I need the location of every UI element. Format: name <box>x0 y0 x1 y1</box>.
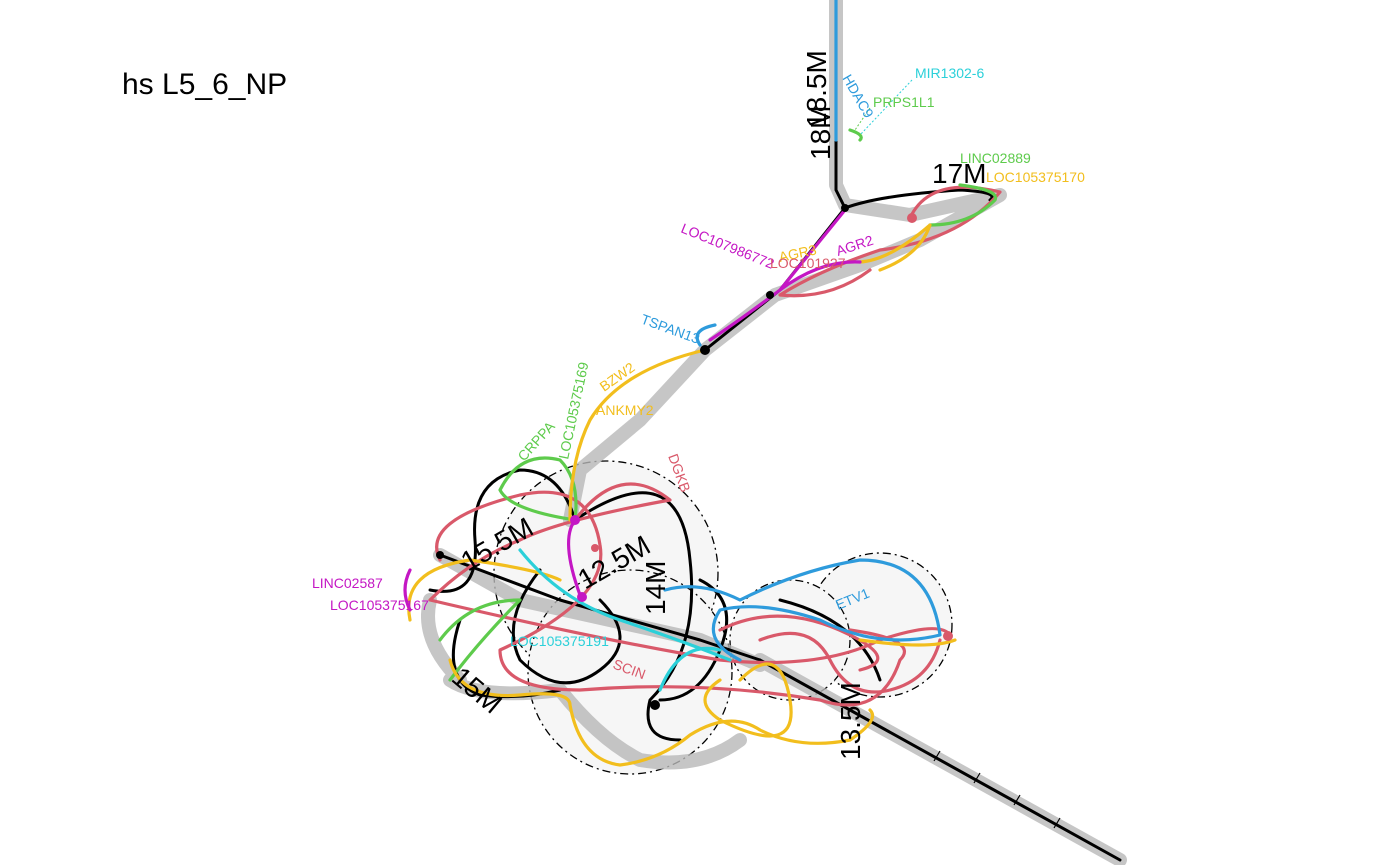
gene-label: LOC105375191 <box>510 633 609 649</box>
gene-label: LINC02889 <box>960 150 1031 166</box>
anchor-dots <box>436 204 953 710</box>
strands <box>403 0 1002 767</box>
gene-label: LOC105375169 <box>555 360 591 460</box>
gene-label: PRPS1L1 <box>873 94 935 110</box>
gene-label: LOC101927 <box>770 255 846 271</box>
position-label: 18.5M <box>801 50 832 128</box>
gene-label: HDAC9 <box>839 72 877 121</box>
gene-label: LOC107986772 <box>679 220 777 272</box>
gene-label: LOC105375170 <box>986 169 1085 185</box>
backbone <box>428 0 1122 862</box>
position-label: 17M <box>932 158 986 189</box>
position-label: 18M <box>805 106 836 160</box>
leader-lines <box>854 79 913 136</box>
gene-label: AGR3 <box>777 241 818 265</box>
gene-label: MIR1302-6 <box>915 65 984 81</box>
position-label: 14M <box>640 561 671 615</box>
gene-label: ANKMY2 <box>596 402 654 418</box>
gene-label: LOC105375167 <box>330 597 429 613</box>
gene-label: LINC02587 <box>312 575 383 591</box>
backbone-halo <box>421 0 1127 865</box>
tail-ticks <box>933 750 1061 829</box>
plot-title: hs L5_6_NP <box>122 68 288 101</box>
gene-label: TSPAN13 <box>639 311 702 347</box>
domain-circle <box>527 569 733 775</box>
position-label: 13.5M <box>835 682 866 760</box>
